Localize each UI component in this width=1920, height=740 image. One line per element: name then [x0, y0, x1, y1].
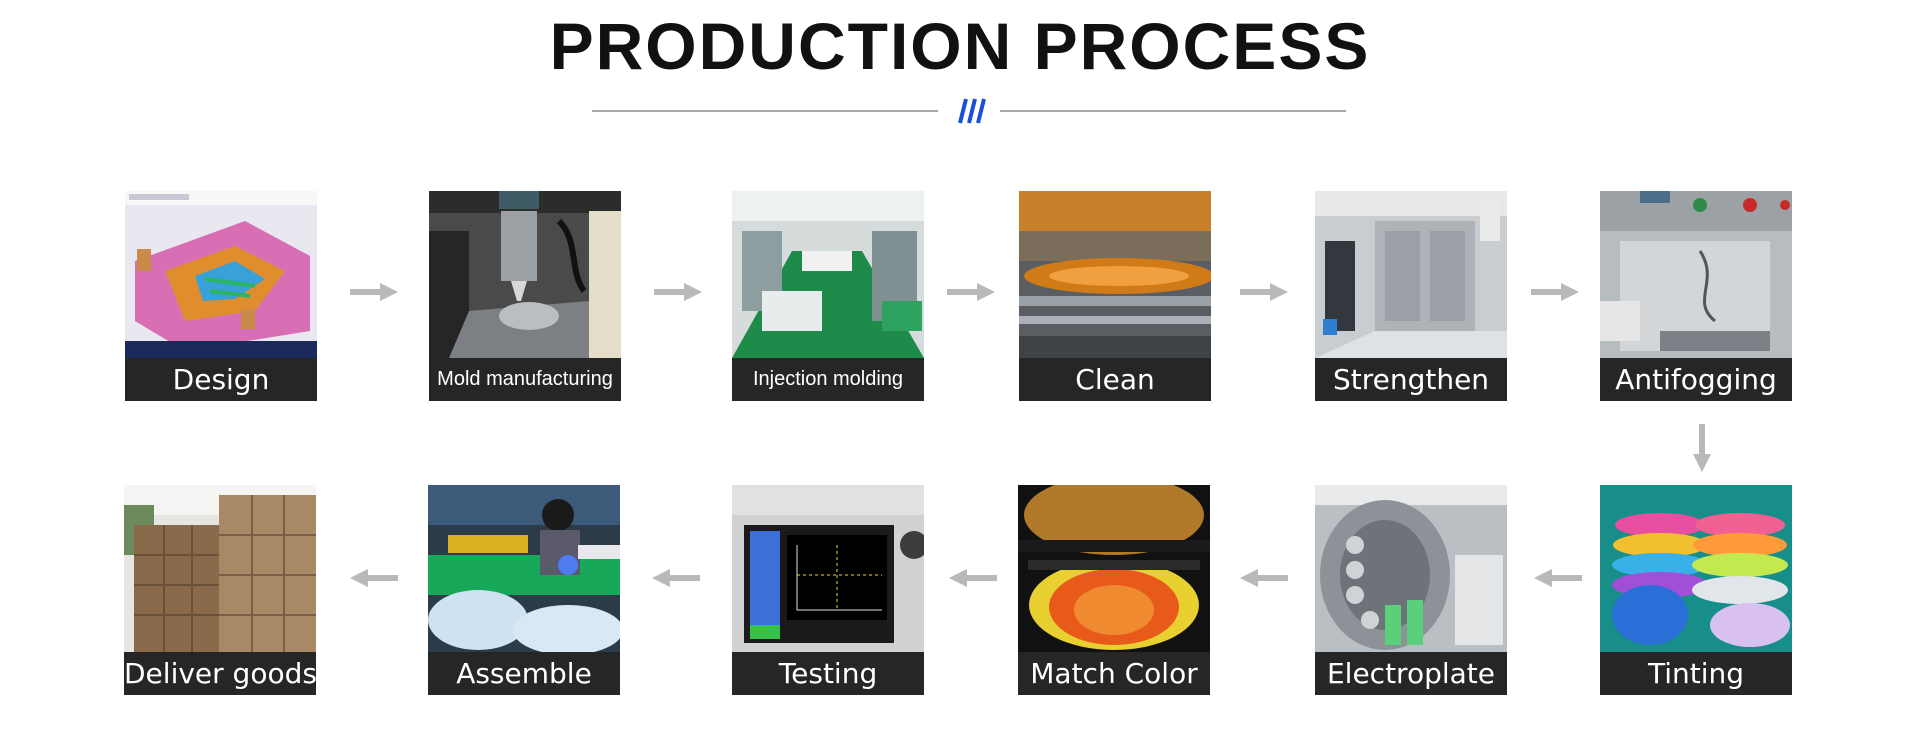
tinted-visors-image	[1600, 485, 1792, 652]
step-label: Testing	[732, 652, 924, 695]
factory-floor-image	[732, 191, 924, 358]
step-card-design: Design	[125, 191, 317, 401]
arrow-right-icon	[947, 283, 995, 301]
step-card-antifogging: Antifogging	[1600, 191, 1792, 401]
color-visor-image	[1018, 485, 1210, 652]
arrow-right-icon	[350, 283, 398, 301]
step-label: Mold manufacturing	[429, 358, 621, 401]
cad-design-image	[125, 191, 317, 358]
vacuum-plating-machine-image	[1315, 485, 1507, 652]
assembly-worker-image	[428, 485, 620, 652]
step-label: Injection molding	[732, 358, 924, 401]
arrow-left-icon	[350, 569, 398, 587]
step-label: Electroplate	[1315, 652, 1507, 695]
test-instrument-image	[732, 485, 924, 652]
step-label: Deliver goods	[124, 652, 316, 695]
divider-left	[592, 110, 938, 112]
step-label: Design	[125, 358, 317, 401]
step-card-strengthen: Strengthen	[1315, 191, 1507, 401]
step-card-mold-manufacturing: Mold manufacturing	[429, 191, 621, 401]
cleaning-line-image	[1019, 191, 1211, 358]
step-label: Clean	[1019, 358, 1211, 401]
cnc-machine-image	[429, 191, 621, 358]
arrow-right-icon	[654, 283, 702, 301]
stacked-cartons-image	[124, 485, 316, 652]
step-card-match-color: Match Color	[1018, 485, 1210, 695]
step-card-assemble: Assemble	[428, 485, 620, 695]
arrow-left-icon	[1240, 569, 1288, 587]
step-card-deliver-goods: Deliver goods	[124, 485, 316, 695]
arrow-right-icon	[1240, 283, 1288, 301]
page-title: PRODUCTION PROCESS	[549, 9, 1371, 83]
arrow-left-icon	[1534, 569, 1582, 587]
step-label: Strengthen	[1315, 358, 1507, 401]
step-label: Assemble	[428, 652, 620, 695]
step-card-injection-molding: Injection molding	[732, 191, 924, 401]
arrow-left-icon	[652, 569, 700, 587]
antifog-chamber-image	[1600, 191, 1792, 358]
step-card-testing: Testing	[732, 485, 924, 695]
step-label: Antifogging	[1600, 358, 1792, 401]
triple-slash-icon	[958, 98, 986, 124]
arrow-right-icon	[1531, 283, 1579, 301]
arrow-left-icon	[949, 569, 997, 587]
cleanroom-image	[1315, 191, 1507, 358]
divider-right	[1000, 110, 1346, 112]
arrow-down-icon	[1693, 424, 1711, 472]
step-card-tinting: Tinting	[1600, 485, 1792, 695]
step-card-electroplate: Electroplate	[1315, 485, 1507, 695]
step-card-clean: Clean	[1019, 191, 1211, 401]
step-label: Tinting	[1600, 652, 1792, 695]
step-label: Match Color	[1018, 652, 1210, 695]
